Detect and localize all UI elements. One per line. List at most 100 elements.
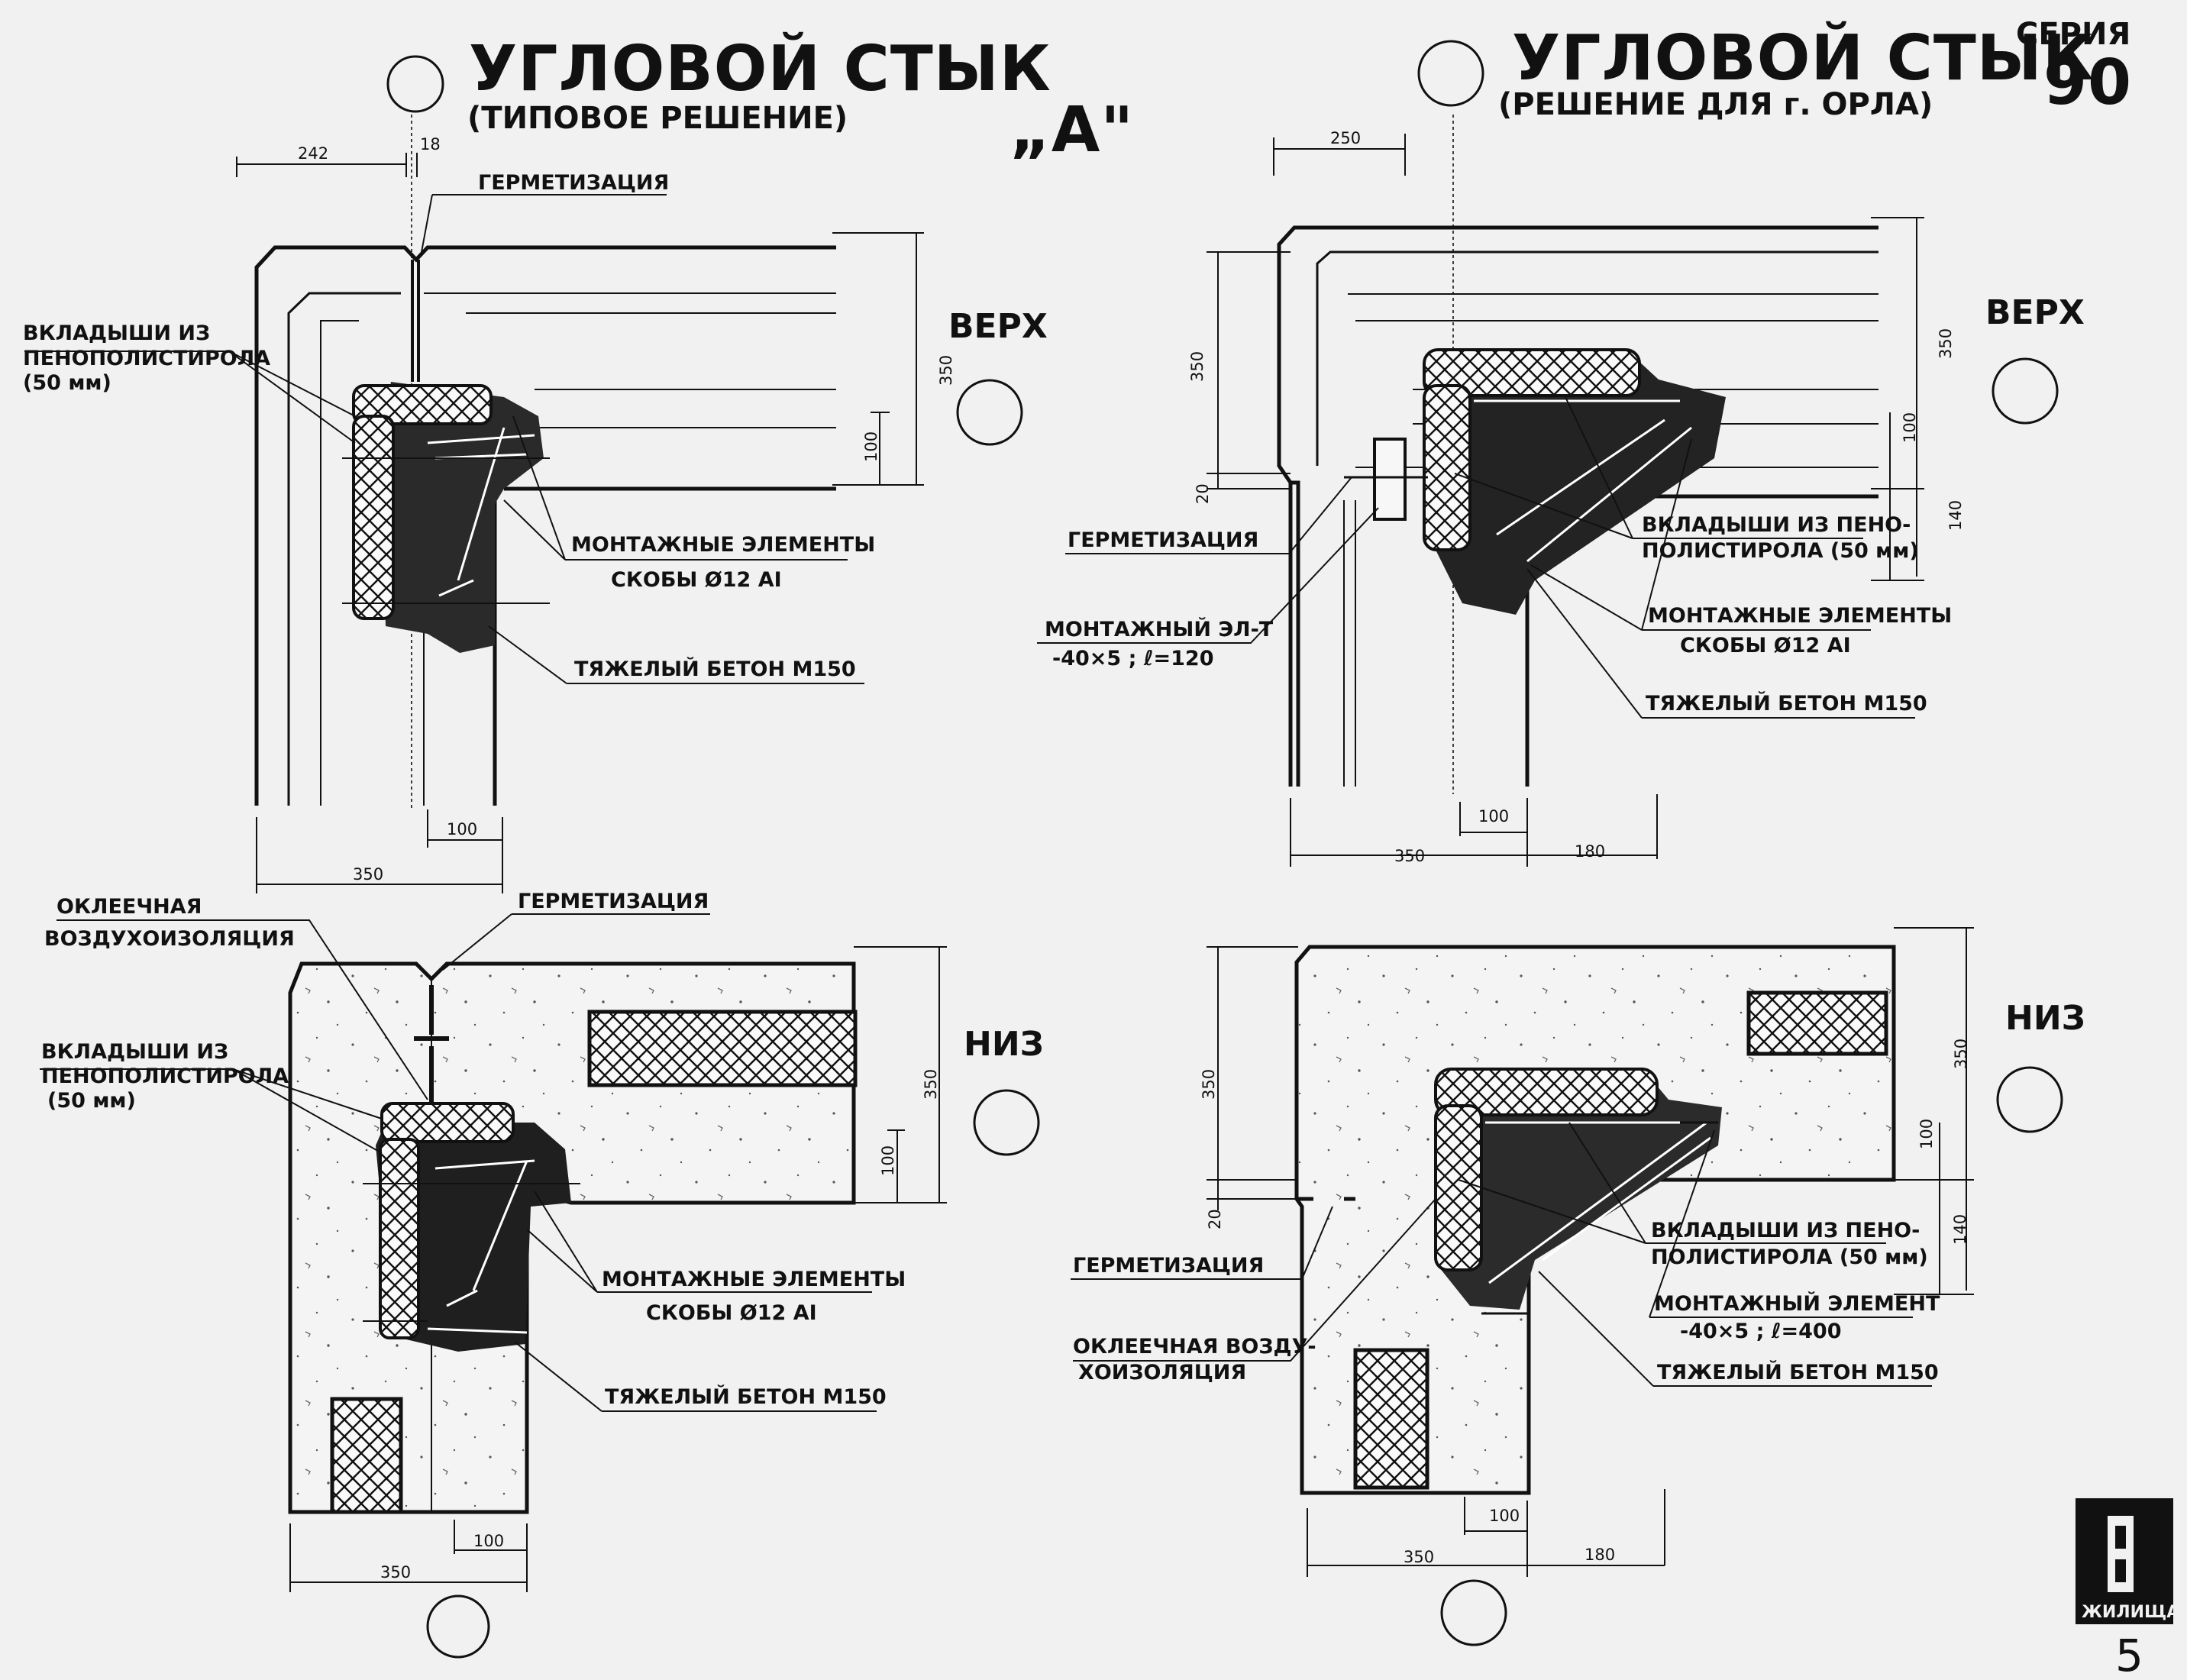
label-sealing: ГЕРМЕТИЗАЦИЯ [478, 171, 669, 195]
label-sealing: ГЕРМЕТИЗАЦИЯ [1073, 1254, 1264, 1278]
detail-bottom-right: 350 100 140 НИЗ 350 20 100 350 180 ГЕРМЕ… [1071, 927, 2085, 1646]
right-subtitle: (РЕШЕНИЕ ДЛЯ г. ОРЛА) [1498, 87, 1933, 122]
label-sealing: ГЕРМЕТИЗАЦИЯ [518, 890, 709, 913]
stamp-label: ЖИЛИЩА [2082, 1603, 2179, 1622]
label-mount: МОНТАЖНЫЕ ЭЛЕМЕНТЫ [602, 1268, 906, 1291]
foam-insert [380, 1102, 515, 1143]
foam-insert [330, 1397, 403, 1514]
foam-insert [1434, 1104, 1483, 1271]
label-concrete: ТЯЖЕЛЫЙ БЕТОН М150 [605, 1384, 887, 1409]
dim-100: 100 [447, 820, 477, 838]
foam-insert [1434, 1068, 1659, 1116]
detail-top-left: 242 18 100 350 350 100 ВЕРХ ГЕРМЕТИЗАЦИЯ… [23, 115, 1048, 893]
foam-insert [1423, 348, 1641, 397]
axis-marker-circle [973, 1089, 1040, 1156]
dim-350: 350 [922, 1069, 940, 1100]
label-concrete: ТЯЖЕЛЫЙ БЕТОН М150 [1657, 1360, 1939, 1384]
label-inserts: ПОЛИСТИРОЛА (50 мм) [1642, 539, 1919, 563]
dim-20: 20 [1194, 483, 1212, 504]
foam-insert [352, 415, 395, 620]
axis-marker-circle [956, 379, 1023, 446]
label-pasted-insulation: ОКЛЕЕЧНАЯ [57, 895, 202, 919]
label-inserts: ВКЛАДЫШИ ИЗ [41, 1040, 228, 1064]
view-label-top: ВЕРХ [1985, 293, 2085, 332]
dim-350: 350 [1952, 1039, 1970, 1069]
dim-140: 140 [1946, 500, 1965, 531]
dim-100: 100 [473, 1532, 504, 1550]
label-mount-element: МОНТАЖНЫЙ ЭЛЕМЕНТ [1654, 1291, 1940, 1316]
dim-350: 350 [1188, 351, 1207, 382]
dim-350: 350 [380, 1563, 411, 1581]
center-mark-a: „А" [1010, 94, 1134, 166]
dim-100: 100 [1917, 1119, 1936, 1149]
view-label-top: ВЕРХ [948, 307, 1048, 346]
dim-100: 100 [862, 431, 880, 462]
header-right: УГЛОВОЙ СТЫК (РЕШЕНИЕ ДЛЯ г. ОРЛА) [1417, 21, 2095, 122]
label-inserts: ПЕНОПОЛИСТИРОЛА [41, 1065, 289, 1088]
label-mount-element: МОНТАЖНЫЙ ЭЛ-Т [1045, 617, 1274, 641]
label-inserts: ВКЛАДЫШИ ИЗ [23, 321, 210, 345]
view-label-bottom: НИЗ [2005, 999, 2085, 1038]
label-inserts: (50 мм) [23, 371, 111, 395]
label-mount: СКОБЫ Ø12 АI [646, 1301, 817, 1325]
label-concrete: ТЯЖЕЛЫЙ БЕТОН М150 [1646, 691, 1927, 716]
axis-marker-circle [426, 1594, 490, 1659]
view-label-bottom: НИЗ [964, 1025, 1044, 1064]
dim-350: 350 [1404, 1548, 1434, 1566]
axis-marker-circle [1996, 1066, 2063, 1133]
header-left: УГЛОВОЙ СТЫК (ТИПОВОЕ РЕШЕНИЕ) [386, 32, 1052, 136]
dim-18: 18 [420, 135, 441, 153]
label-mount-element: -40×5 ; ℓ=400 [1680, 1320, 1842, 1343]
dim-100: 100 [1489, 1507, 1520, 1525]
label-pasted-insulation: ХОИЗОЛЯЦИЯ [1078, 1361, 1246, 1384]
series-label: СЕРИЯ [2016, 17, 2130, 52]
left-subtitle: (ТИПОВОЕ РЕШЕНИЕ) [467, 101, 848, 136]
axis-marker-circle [1440, 1579, 1507, 1646]
foam-insert [1423, 384, 1471, 551]
foam-insert [587, 1010, 858, 1087]
dim-100: 100 [879, 1145, 897, 1176]
label-mount-element: -40×5 ; ℓ=120 [1052, 647, 1214, 670]
dim-242: 242 [298, 144, 328, 163]
dim-180: 180 [1575, 842, 1605, 861]
dim-350: 350 [937, 355, 955, 386]
label-inserts: (50 мм) [47, 1089, 136, 1113]
label-inserts: ВКЛАДЫШИ ИЗ ПЕНО- [1642, 513, 1911, 537]
dim-20: 20 [1206, 1209, 1224, 1229]
dim-350: 350 [1394, 847, 1425, 865]
foam-insert [352, 384, 493, 425]
label-inserts: ПЕНОПОЛИСТИРОЛА [23, 347, 270, 370]
label-sealing: ГЕРМЕТИЗАЦИЯ [1068, 528, 1258, 552]
right-title: УГЛОВОЙ СТЫК [1512, 21, 2095, 95]
dim-100: 100 [1478, 807, 1509, 825]
detail-top-right: 250 350 100 140 ВЕРХ 350 20 100 350 180 [1037, 115, 2085, 867]
dim-350: 350 [1937, 328, 1955, 359]
label-pasted-insulation: ОКЛЕЕЧНАЯ ВОЗДУ- [1073, 1335, 1316, 1359]
dim-350: 350 [353, 865, 383, 884]
foam-insert [1353, 1348, 1429, 1490]
label-mount: МОНТАЖНЫЕ ЭЛЕМЕНТЫ [1648, 604, 1952, 628]
dim-100: 100 [1901, 412, 1919, 443]
label-mount: СКОБЫ Ø12 АI [611, 568, 782, 592]
sealing-insert [1373, 438, 1407, 521]
label-inserts: ПОЛИСТИРОЛА (50 мм) [1651, 1245, 1928, 1269]
label-pasted-insulation: ВОЗДУХОИЗОЛЯЦИЯ [44, 927, 295, 951]
label-concrete: ТЯЖЕЛЫЙ БЕТОН М150 [574, 657, 856, 681]
label-mount: СКОБЫ Ø12 АI [1680, 634, 1851, 657]
series-number: 90 [2043, 47, 2132, 119]
label-inserts: ВКЛАДЫШИ ИЗ ПЕНО- [1651, 1219, 1920, 1242]
dim-350: 350 [1200, 1069, 1218, 1100]
dim-180: 180 [1585, 1546, 1615, 1564]
axis-marker-circle [1417, 40, 1484, 107]
axis-marker-circle [1992, 357, 2059, 425]
foam-insert [379, 1138, 420, 1339]
series-block: СЕРИЯ 90 [2016, 17, 2132, 119]
corner-stamp: ЖИЛИЩА [2076, 1498, 2179, 1624]
detail-bottom-left: 350 100 НИЗ 100 350 ОКЛЕЕЧНАЯ ВОЗДУХОИЗО… [40, 890, 1044, 1659]
dim-140: 140 [1951, 1214, 1969, 1245]
left-title: УГЛОВОЙ СТЫК [469, 32, 1052, 105]
dim-250: 250 [1330, 129, 1361, 147]
foam-insert [1746, 990, 1888, 1056]
